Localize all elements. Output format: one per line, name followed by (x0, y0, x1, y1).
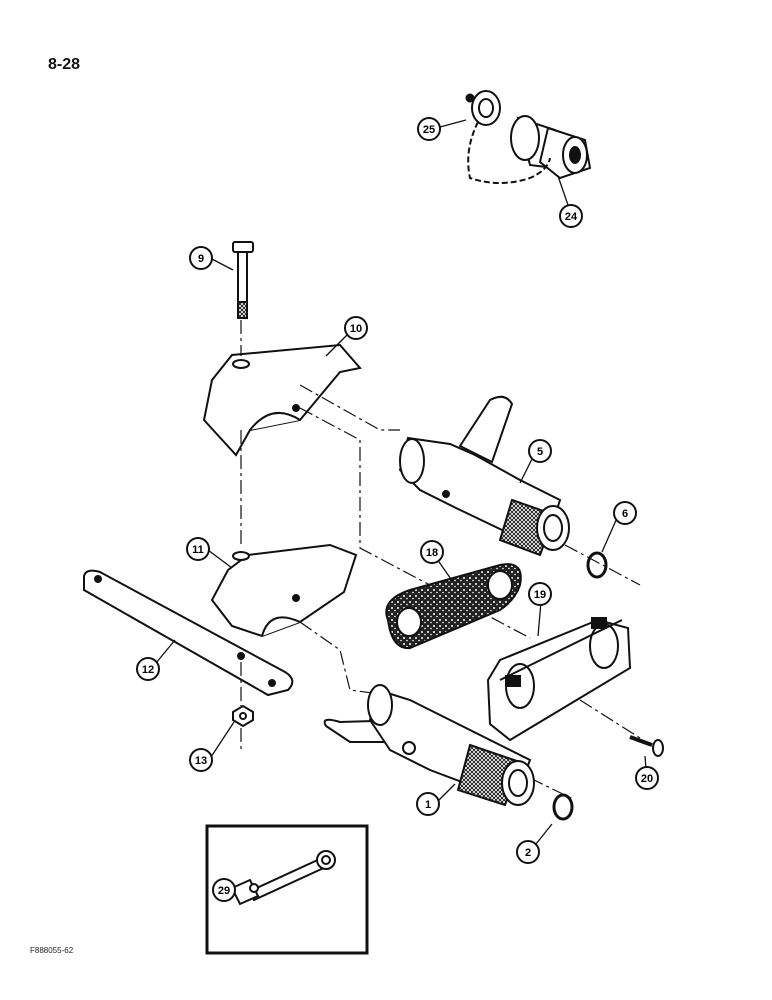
svg-text:2: 2 (525, 847, 531, 859)
tool-inset (205, 824, 369, 955)
callout-10: 10 (344, 316, 368, 340)
o-ring-upper (586, 551, 608, 579)
callout-18: 18 (420, 540, 444, 564)
svg-text:19: 19 (534, 589, 546, 601)
figure-code: F888055-62 (30, 946, 74, 955)
callout-9: 9 (189, 246, 213, 270)
callout-5: 5 (528, 439, 552, 463)
svg-text:9: 9 (198, 253, 204, 265)
upper-clamp (202, 343, 362, 457)
dust-cap-assembly (465, 90, 592, 180)
svg-text:18: 18 (426, 547, 438, 559)
bolt (232, 241, 254, 319)
lower-clamp (210, 543, 358, 638)
cap-screw (629, 735, 664, 757)
callout-12: 12 (136, 657, 160, 681)
callout-20: 20 (635, 766, 659, 790)
bracket-strap (83, 569, 294, 697)
leader-lines (155, 119, 648, 850)
alignment-lines (240, 320, 641, 801)
callout-24: 24 (559, 204, 583, 228)
svg-text:29: 29 (218, 885, 230, 897)
svg-text:5: 5 (537, 446, 543, 458)
mounting-bracket (486, 617, 632, 742)
callout-13: 13 (189, 748, 213, 772)
svg-text:10: 10 (350, 323, 362, 335)
o-ring-lower (552, 793, 574, 821)
callout-19: 19 (528, 582, 552, 606)
svg-text:13: 13 (195, 755, 207, 767)
nut (232, 704, 254, 728)
gasket (385, 563, 522, 650)
callout-6: 6 (613, 501, 637, 525)
chain (467, 121, 551, 184)
callout-1: 1 (416, 792, 440, 816)
svg-text:25: 25 (423, 124, 435, 136)
svg-text:6: 6 (622, 508, 628, 520)
svg-text:20: 20 (641, 773, 653, 785)
svg-text:12: 12 (142, 664, 154, 676)
callout-29: 29 (212, 878, 236, 902)
upper-coupler (398, 395, 570, 557)
svg-text:1: 1 (425, 799, 431, 811)
svg-text:11: 11 (192, 544, 204, 556)
callout-11: 11 (186, 537, 210, 561)
callout-2: 2 (516, 840, 540, 864)
page-number: 8-28 (48, 56, 81, 73)
lower-coupler (323, 684, 535, 807)
svg-text:24: 24 (565, 211, 578, 223)
callout-25: 25 (417, 117, 441, 141)
